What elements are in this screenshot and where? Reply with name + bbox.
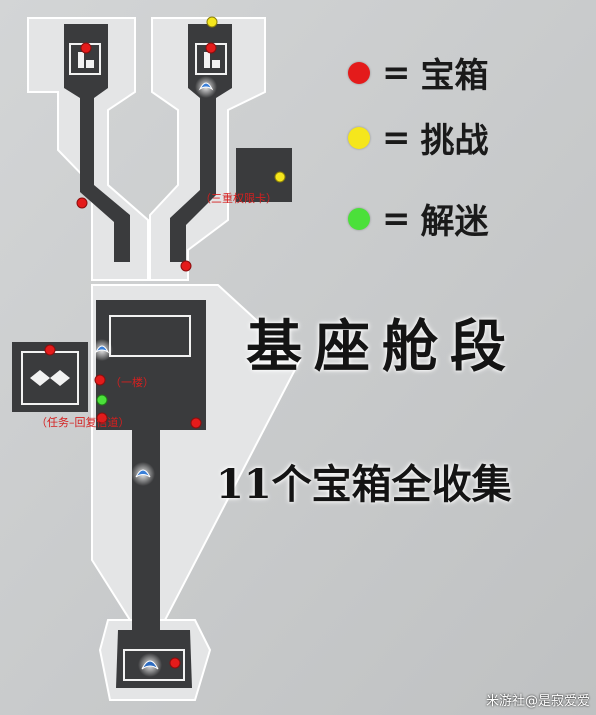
legend-item-challenge: = 挑战 — [348, 113, 489, 162]
map-subtitle: 11个宝箱全收集 — [216, 461, 512, 508]
floor-note-label: （一楼） — [110, 376, 154, 389]
legend-equals: = — [382, 117, 411, 158]
legend-label: 解迷 — [420, 202, 489, 242]
chest-marker — [44, 344, 56, 356]
chest-marker — [80, 42, 92, 54]
room-note-label: （三重权限卡） — [200, 192, 277, 205]
chest-marker — [96, 412, 108, 424]
legend-item-chest: = 宝箱 — [348, 48, 489, 97]
map-room-glyphs — [30, 52, 220, 386]
legend-equals: = — [382, 52, 411, 93]
challenge-dot-icon — [348, 126, 370, 149]
task-note-label: （任务–回复信道） — [36, 416, 130, 429]
legend-label: 挑战 — [420, 121, 489, 161]
space-anchor-icon — [138, 653, 162, 677]
chest-dot-icon — [348, 61, 370, 84]
space-anchor-icon — [91, 339, 113, 361]
puzzle-markers — [96, 394, 108, 406]
challenge-markers — [206, 16, 286, 183]
challenge-marker — [274, 171, 286, 183]
chest-marker — [76, 197, 88, 209]
challenge-marker — [206, 16, 218, 28]
chest-marker — [94, 374, 106, 386]
chest-marker — [205, 42, 217, 54]
chest-markers — [44, 42, 217, 669]
map-title: 基座舱段 — [246, 315, 518, 380]
space-anchor-icon — [195, 76, 217, 98]
puzzle-dot-icon — [348, 207, 370, 230]
legend-equals: = — [382, 198, 411, 239]
legend-item-puzzle: = 解迷 — [348, 194, 489, 243]
chest-marker — [180, 260, 192, 272]
watermark: 米游社@是寂爱爱 — [485, 694, 590, 709]
space-anchors — [91, 76, 217, 677]
legend-label: 宝箱 — [420, 56, 489, 96]
chest-marker — [169, 657, 181, 669]
puzzle-marker — [96, 394, 108, 406]
chest-marker — [190, 417, 202, 429]
space-anchor-icon — [131, 462, 155, 486]
